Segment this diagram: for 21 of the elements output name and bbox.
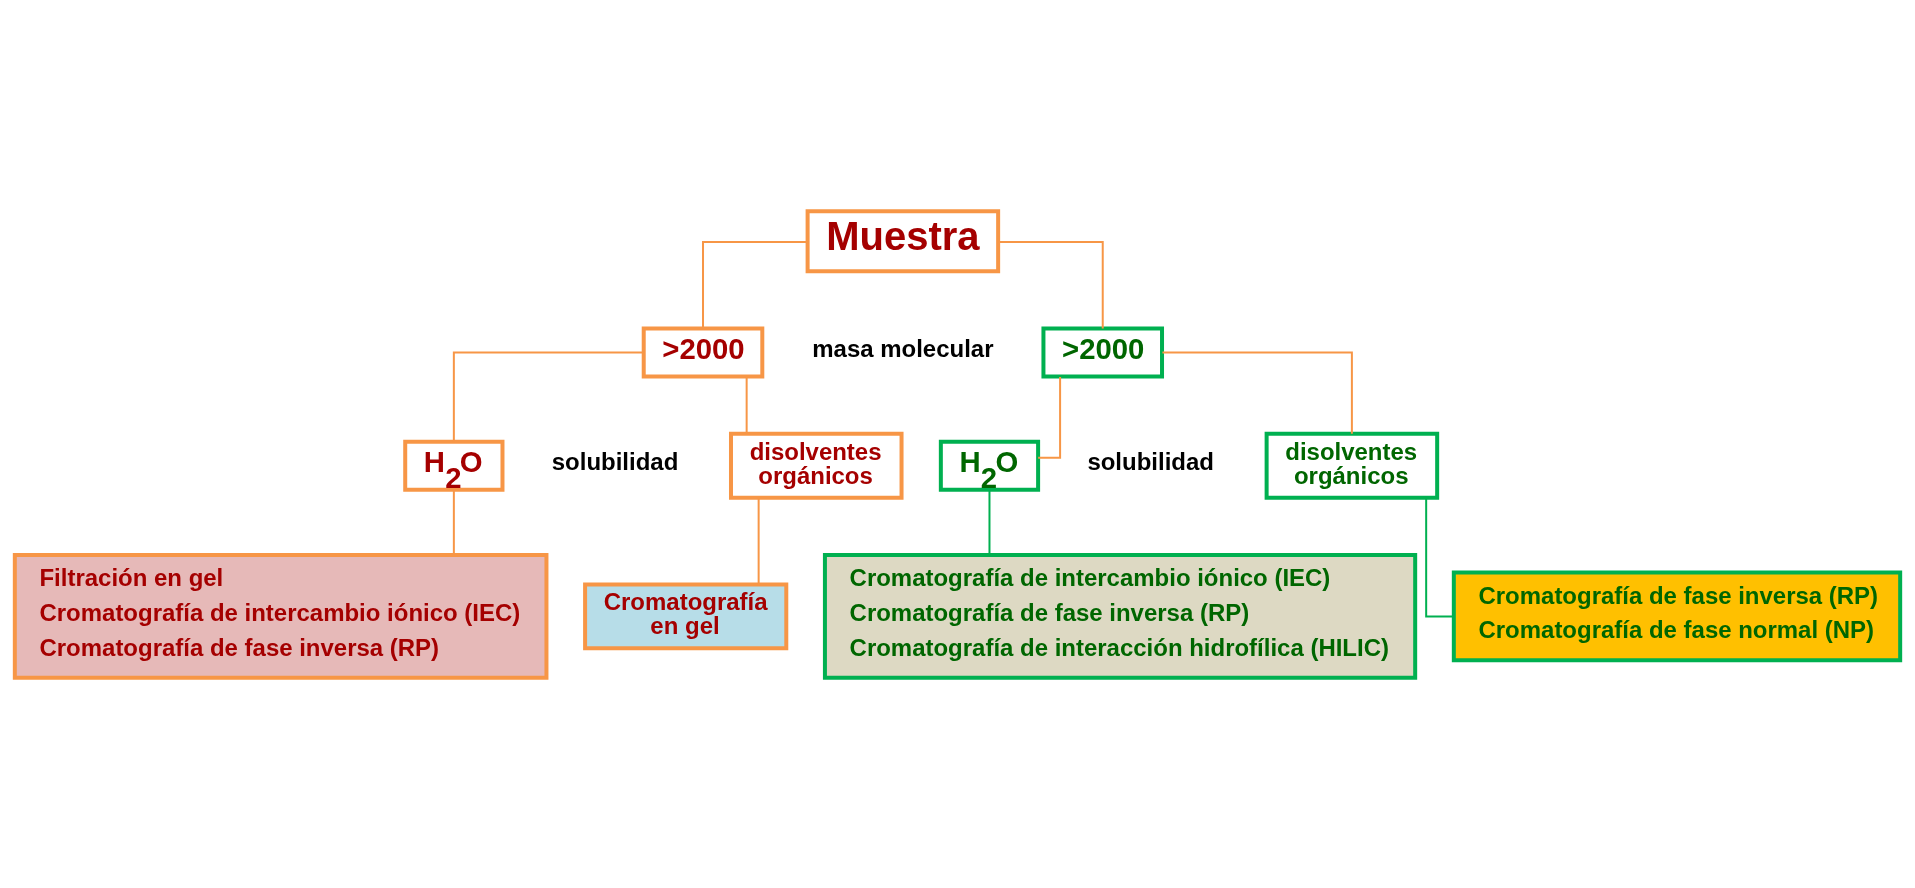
node-box: Filtración en gel Cromatografía de intercambio iónico (IEC) Cromatografía de fase inversa (RP) [12,552,549,680]
connector [1425,496,1455,617]
node-box: Muestra [805,208,1001,273]
node-box: >2000 [641,326,765,379]
node-box: >2000 [1041,326,1164,379]
node-box: Cromatografía de intercambio iónico (IEC) Cromatografía de fase inversa (RP) Cromatografía de interacción hidrofílica (HILIC) [822,552,1418,680]
node-box: Cromatografía de fase inversa (RP) Cromatografía de fase normal (NP) [1451,569,1903,662]
label: solubilidad [1087,447,1214,475]
connector [997,240,1104,330]
label: masa molecular [812,334,994,362]
connector [702,240,809,330]
node-box: Cromatografía en gel [583,581,789,650]
connector [745,375,748,435]
connector [988,488,991,556]
connector [1161,351,1353,435]
label: solubilidad [551,447,679,475]
connector [757,496,760,585]
connector [452,488,455,556]
node-box: disolventes orgánicos [1264,431,1440,500]
node-box: disolventes orgánicos [729,431,904,500]
connector [452,351,645,443]
